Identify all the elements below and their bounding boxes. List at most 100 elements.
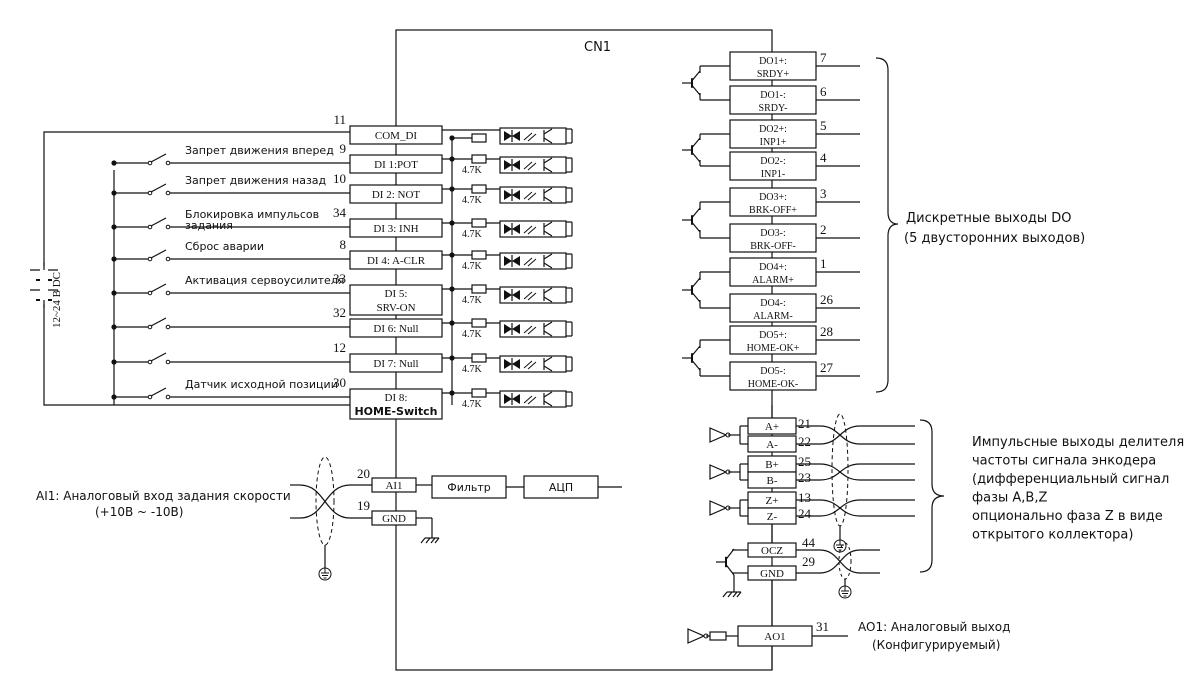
battery-gap xyxy=(40,266,48,304)
pin-number: 13 xyxy=(798,490,811,505)
do-box-8 xyxy=(729,325,817,355)
do-box-4 xyxy=(729,187,817,217)
resistor-icon xyxy=(471,353,487,363)
do-box-label: HOME-OK- xyxy=(748,379,799,390)
optocoupler-icon xyxy=(512,160,520,170)
pin-number: 12 xyxy=(333,340,346,355)
junction-dot xyxy=(111,359,117,365)
junction-dot xyxy=(111,224,117,230)
switch-icon xyxy=(147,324,153,330)
optocoupler-icon xyxy=(523,257,533,266)
resistor-icon xyxy=(471,133,487,143)
optocoupler-icon xyxy=(527,258,537,267)
resistor-value: 4.7K xyxy=(462,261,483,272)
optocoupler-icon xyxy=(504,359,512,369)
pin-number: 28 xyxy=(820,324,833,339)
di-description: Запрет движения вперед xyxy=(185,144,334,157)
optocoupler-icon xyxy=(523,161,533,170)
do-box-label: HOME-OK+ xyxy=(747,343,800,354)
ocz-box-label: OCZ xyxy=(761,545,783,557)
optocoupler-icon xyxy=(527,292,537,301)
do-box-label: DO5-: xyxy=(760,366,786,377)
pulse-label: открытого коллектора) xyxy=(972,528,1133,543)
resistor-value: 4.7K xyxy=(462,229,483,240)
optocoupler-icon xyxy=(512,324,520,334)
optocoupler-icon xyxy=(523,291,533,300)
junction-dot xyxy=(111,256,117,262)
optocoupler-icon xyxy=(527,162,537,171)
do-box-label: SRDY- xyxy=(759,103,788,114)
do-box-label: DO3+: xyxy=(759,192,787,203)
ao-box-label: AO1 xyxy=(764,631,785,643)
di-box-7 xyxy=(349,353,443,373)
pulse-box-label: A- xyxy=(766,439,778,451)
switch-icon xyxy=(147,256,153,262)
pulse-brace xyxy=(919,419,945,573)
do-box-label: DO2-: xyxy=(760,156,786,167)
shield-ellipse xyxy=(315,456,335,546)
pulse-box-label: Z- xyxy=(767,511,778,523)
pin-number: 10 xyxy=(333,171,346,186)
pin-number: 31 xyxy=(816,619,829,634)
di-box-label: DI 8: xyxy=(385,392,408,404)
do-box-label: DO3-: xyxy=(760,228,786,239)
optocoupler-icon xyxy=(543,137,553,144)
pin-number: 33 xyxy=(333,271,346,286)
optocoupler-icon xyxy=(543,230,553,237)
pin-number: 22 xyxy=(798,434,811,449)
optocoupler-icon xyxy=(543,166,553,173)
do-box-label: INP1+ xyxy=(760,137,787,148)
optocoupler-icon xyxy=(523,325,533,334)
line-driver-icon xyxy=(709,427,728,443)
junction-dot xyxy=(111,290,117,296)
switch-icon xyxy=(150,217,167,227)
optocoupler-icon xyxy=(512,394,520,404)
transistor-icon xyxy=(691,85,701,96)
switch-icon xyxy=(147,290,153,296)
do-box-label: DO4-: xyxy=(760,298,786,309)
ground-icon xyxy=(732,591,738,598)
optocoupler-icon xyxy=(523,132,533,141)
transistor-icon xyxy=(725,548,735,560)
resistor-icon xyxy=(471,318,487,328)
twisted-pair xyxy=(819,549,861,574)
transistor-icon xyxy=(691,152,701,163)
optocoupler-icon xyxy=(512,224,520,234)
transistor-icon xyxy=(725,564,735,576)
pulse-label: фазы A,B,Z xyxy=(972,491,1047,506)
do-box-label: BRK-OFF- xyxy=(750,241,796,252)
optocoupler-icon xyxy=(543,391,553,398)
optocoupler-icon xyxy=(543,356,553,363)
switch-icon xyxy=(165,290,171,296)
twisted-pair xyxy=(819,463,861,481)
optocoupler-icon xyxy=(523,191,533,200)
di-box-8 xyxy=(349,388,443,420)
optocoupler-icon xyxy=(543,196,553,203)
pin-number: 25 xyxy=(798,454,811,469)
do-label: (5 двусторонних выходов) xyxy=(904,231,1085,246)
pin-number: 32 xyxy=(333,305,346,320)
pin-number: 19 xyxy=(357,498,370,513)
optocoupler-icon xyxy=(523,360,533,369)
optocoupler-icon xyxy=(527,361,537,370)
junction-dot xyxy=(449,390,455,396)
pulse-box-label: B- xyxy=(767,475,778,487)
optocoupler-icon xyxy=(504,190,512,200)
ai-box-label: GND xyxy=(382,513,406,525)
transistor-icon xyxy=(691,360,701,371)
di-box-label: SRV-ON xyxy=(376,302,415,314)
junction-dot xyxy=(449,320,455,326)
pin-number: 30 xyxy=(333,375,346,390)
ground-icon xyxy=(430,537,436,544)
ground-icon xyxy=(420,537,426,544)
optocoupler-icon xyxy=(543,287,553,294)
di-box-2 xyxy=(349,184,443,204)
di-box-5 xyxy=(349,284,443,316)
optocoupler-icon xyxy=(543,157,553,164)
switch-icon xyxy=(150,352,167,362)
transistor-icon xyxy=(691,137,701,148)
ai-box-label: AI1 xyxy=(385,480,402,492)
optocoupler-icon xyxy=(543,400,553,407)
pin-number: 44 xyxy=(802,535,816,550)
pin-number: 2 xyxy=(820,222,827,237)
